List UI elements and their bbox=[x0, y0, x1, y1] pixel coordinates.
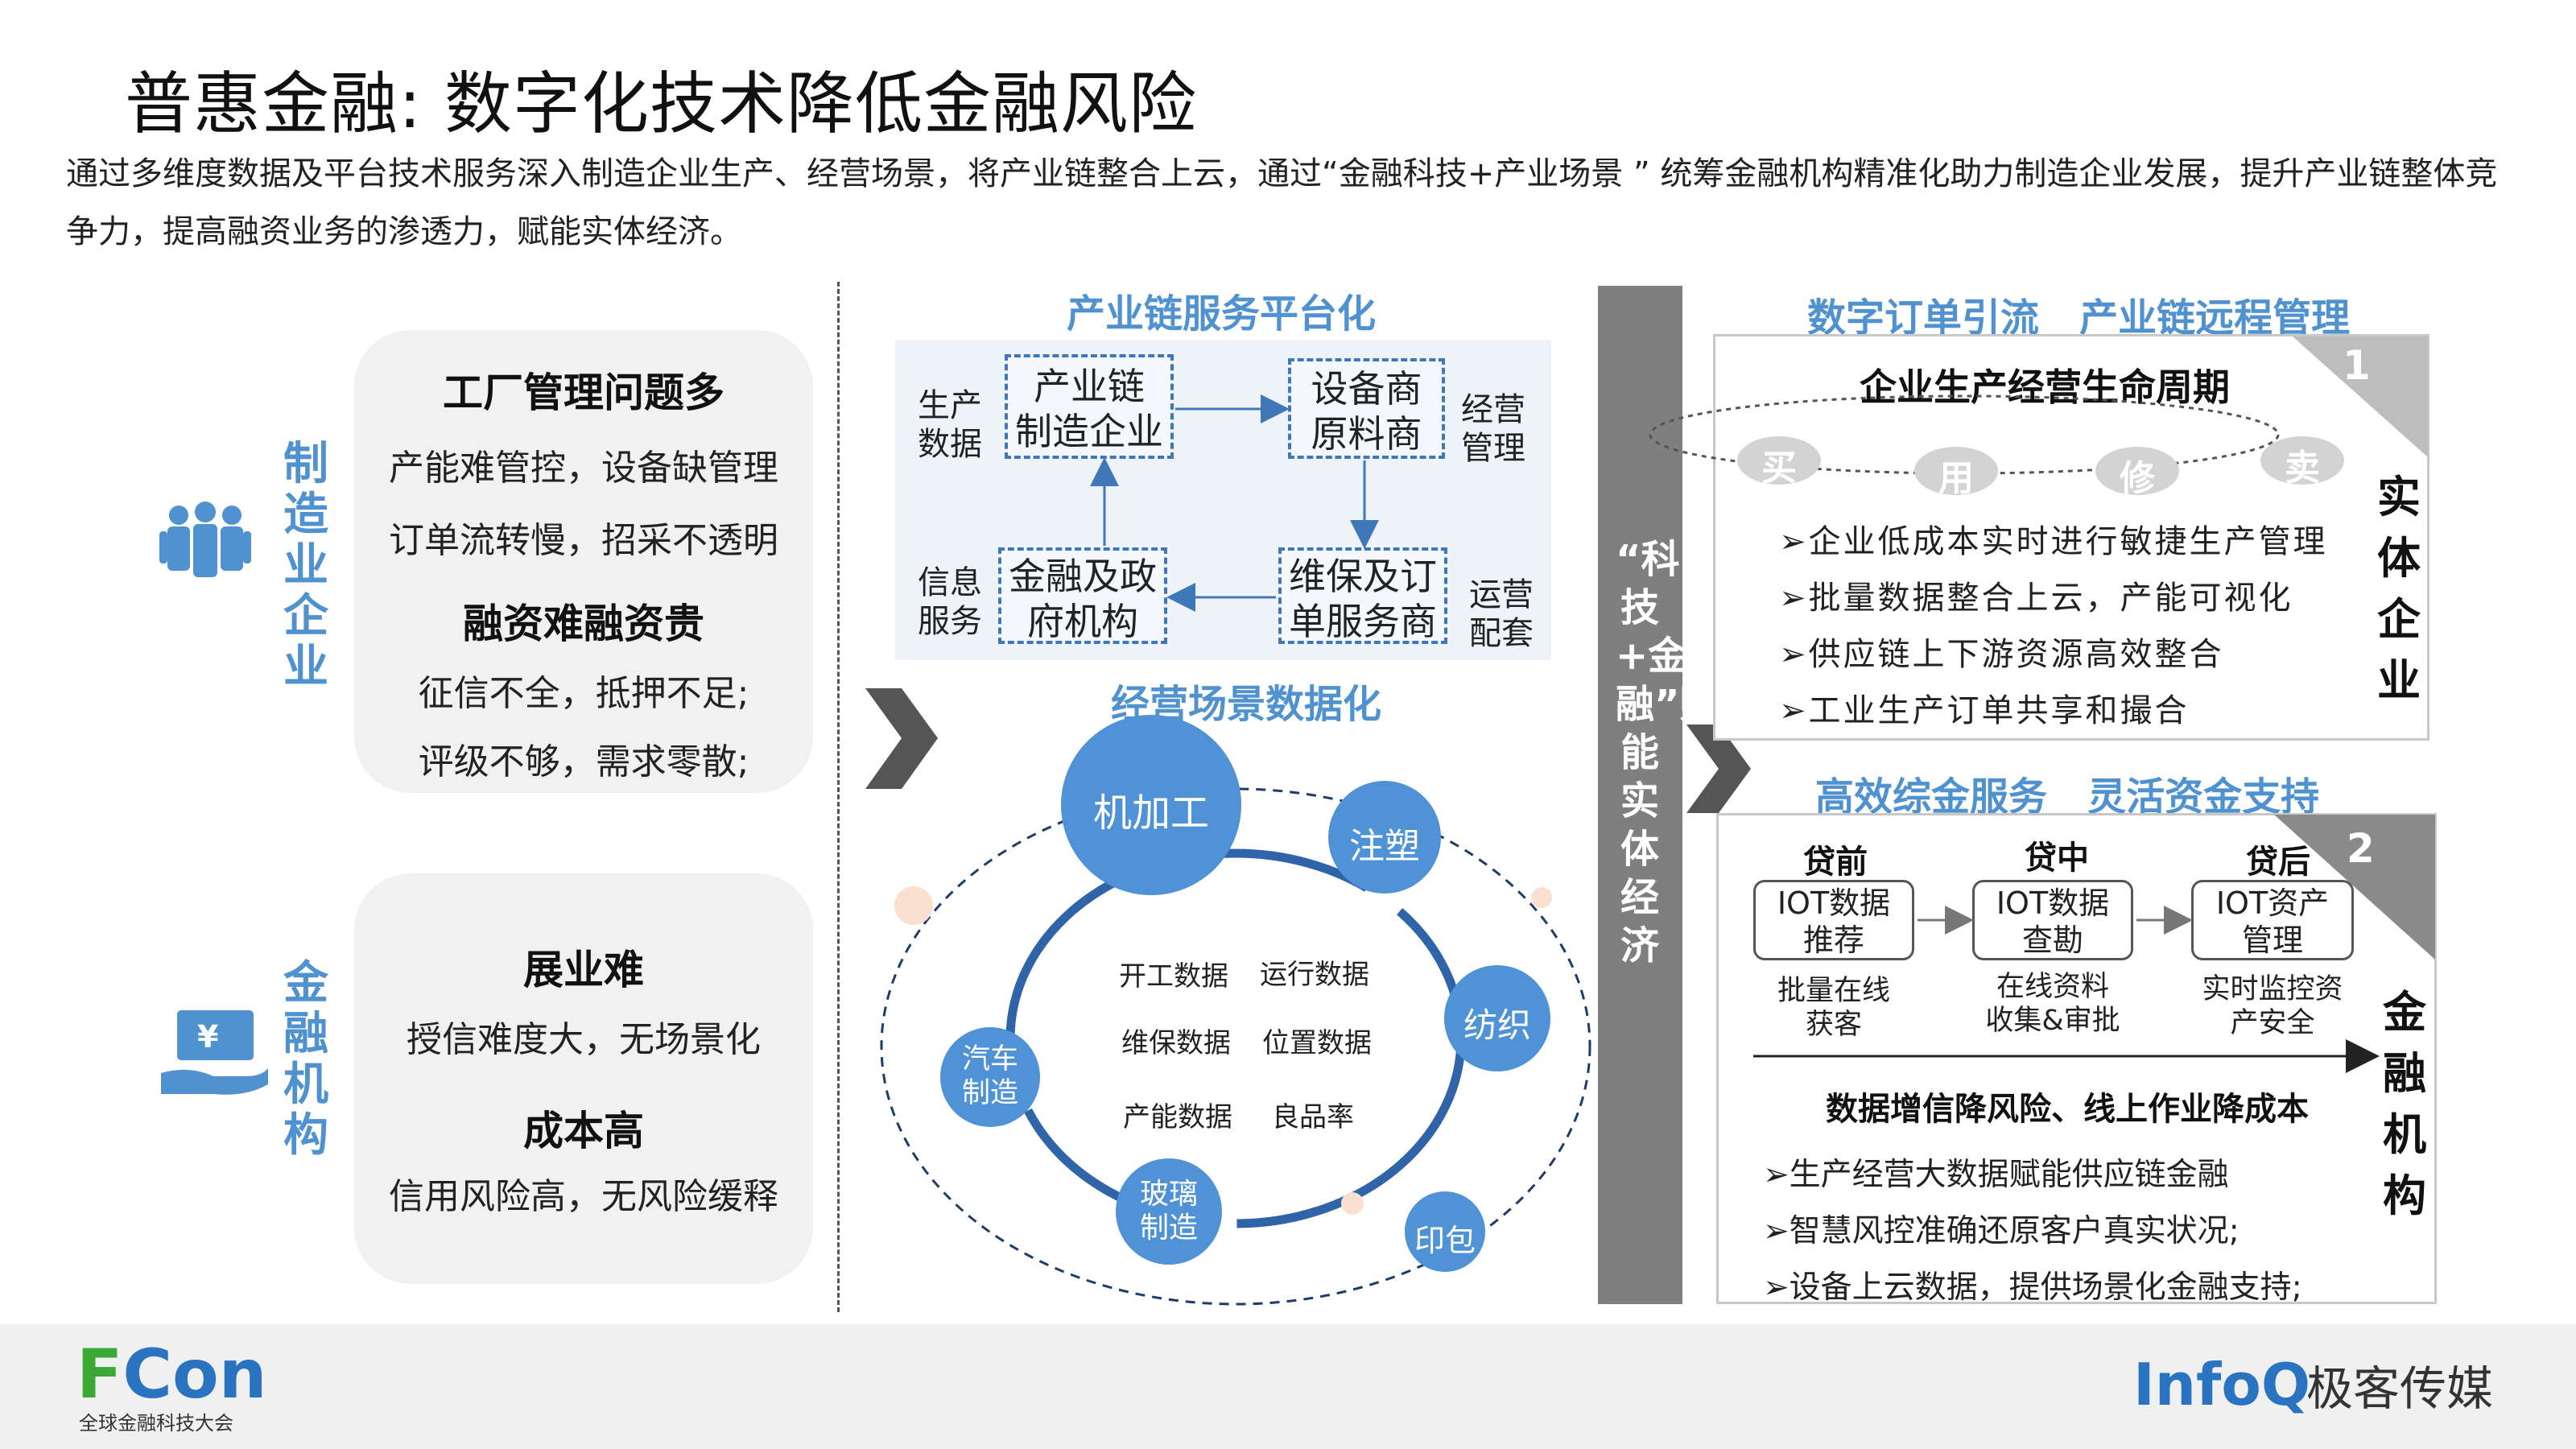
stage-sell: 卖 bbox=[2285, 448, 2320, 489]
manufacturer-label: 制造业企业 bbox=[283, 438, 328, 693]
finance-bullet: ➢设备上云数据，提供场景化金融支持; bbox=[1763, 1269, 2302, 1306]
factory-line-1: 产能难管控，设备缺管理 bbox=[389, 448, 778, 489]
order-remote-title: 数字订单引流 产业链远程管理 bbox=[1807, 295, 2351, 341]
pre-loan-heading: 贷前 bbox=[1803, 844, 1868, 881]
finance-bullet: ➢生产经营大数据赋能供应链金融 bbox=[1763, 1157, 2229, 1193]
node-textile bbox=[1444, 965, 1550, 1071]
high-cost-line: 信用风险高，无风险缓释 bbox=[389, 1176, 778, 1217]
node-glass bbox=[1116, 1158, 1222, 1265]
machining-label: 机加工 bbox=[1092, 791, 1209, 836]
financing-line-2: 评级不够，需求零散; bbox=[418, 741, 749, 782]
post-loan-sub: 实时监控资 产安全 bbox=[2202, 973, 2343, 1039]
node-auto bbox=[940, 1027, 1040, 1127]
operation-mgmt-label: 经营 管理 bbox=[1461, 391, 1525, 467]
outer-dashed-ring bbox=[880, 787, 1591, 1306]
entity-enterprise-label: 实体企业 bbox=[2377, 472, 2421, 706]
pre-loan-box: IOT数据 推荐 bbox=[1753, 880, 1914, 960]
column-divider bbox=[837, 282, 840, 1312]
ops-support-label: 运营 配套 bbox=[1469, 576, 1534, 652]
fintech-empower-bar bbox=[1598, 286, 1682, 1304]
entity-bullet: ➢供应链上下游资源高效整合 bbox=[1779, 636, 2224, 673]
infoq-logo: InfoQ bbox=[2133, 1351, 2311, 1418]
pre-loan-sub: 批量在线 获客 bbox=[1777, 975, 1890, 1041]
finance-institution-right-label: 金融机构 bbox=[2383, 987, 2426, 1221]
production-data-label: 生产 数据 bbox=[918, 387, 982, 463]
node-packaging bbox=[1405, 1191, 1485, 1272]
data-item: 运行数据 bbox=[1260, 959, 1369, 991]
info-service-label: 信息 服务 bbox=[918, 564, 982, 640]
fcon-logo-con: Con bbox=[122, 1335, 267, 1414]
entity-bullet: ➢企业低成本实时进行敏捷生产管理 bbox=[1779, 523, 2328, 560]
textile-label: 纺织 bbox=[1463, 1005, 1531, 1045]
post-loan-box: IOT资产 管理 bbox=[2191, 880, 2354, 960]
financing-line-1: 征信不全，抵押不足; bbox=[418, 673, 749, 714]
page-title: 普惠金融: 数字化技术降低金融风险 bbox=[125, 64, 1198, 143]
badge-number-2: 2 bbox=[2347, 825, 2375, 872]
decor-dot-bottom bbox=[1341, 1192, 1364, 1215]
molding-label: 注塑 bbox=[1349, 826, 1420, 867]
fcon-subtitle: 全球金融科技大会 bbox=[79, 1412, 233, 1435]
data-item: 维保数据 bbox=[1121, 1027, 1231, 1059]
corner-tab-1 bbox=[2293, 336, 2428, 457]
footer-bar bbox=[0, 1324, 2576, 1449]
financing-heading: 融资难融资贵 bbox=[463, 601, 704, 647]
risk-cost-summary: 数据增信降风险、线上作业降成本 bbox=[1826, 1091, 2309, 1128]
node-molding bbox=[1328, 781, 1441, 894]
data-item: 开工数据 bbox=[1119, 960, 1228, 993]
supplier-box: 设备商 原料商 bbox=[1288, 358, 1445, 459]
entity-bullet: ➢工业生产订单共享和撮合 bbox=[1779, 692, 2190, 729]
entity-bullet: ➢批量数据整合上云，产能可视化 bbox=[1779, 580, 2293, 617]
entity-panel bbox=[1713, 334, 2429, 741]
chevron-right-icon bbox=[865, 688, 938, 789]
money-hand-icon: ¥ bbox=[161, 1010, 268, 1095]
stage-repair: 修 bbox=[2120, 458, 2155, 499]
intro-paragraph: 通过多维度数据及平台技术服务深入制造企业生产、经营场景，将产业链整合上云，通过“… bbox=[66, 155, 2498, 250]
mid-loan-heading: 贷中 bbox=[2025, 840, 2089, 877]
finance-service-title: 高效综金服务 灵活资金支持 bbox=[1815, 774, 2320, 819]
fcon-logo: FCon bbox=[76, 1338, 267, 1410]
service-provider-box: 维保及订 单服务商 bbox=[1278, 547, 1447, 644]
fcon-logo-f: F bbox=[76, 1335, 123, 1414]
auto-label: 汽车 制造 bbox=[961, 1043, 1018, 1109]
finance-institution-label: 金融机构 bbox=[283, 957, 328, 1162]
platform-title: 产业链服务平台化 bbox=[1067, 291, 1377, 336]
decor-dot-right bbox=[1531, 887, 1552, 908]
node-machining bbox=[1061, 715, 1241, 895]
svg-text:¥: ¥ bbox=[197, 1019, 218, 1055]
data-item: 产能数据 bbox=[1123, 1101, 1232, 1133]
finance-bullet: ➢智慧风控准确还原客户真实状况; bbox=[1763, 1213, 2240, 1249]
mid-loan-sub: 在线资料 收集&审批 bbox=[1985, 971, 2120, 1037]
business-hard-heading: 展业难 bbox=[523, 947, 644, 993]
finance-gov-box: 金融及政 府机构 bbox=[998, 547, 1167, 644]
business-hard-line: 授信难度大，无场景化 bbox=[407, 1019, 761, 1060]
lifecycle-title: 企业生产经营生命周期 bbox=[1860, 365, 2230, 409]
chain-manufacturer-box: 产业链 制造企业 bbox=[1005, 354, 1174, 459]
geek-media-logo: 极客传媒 bbox=[2306, 1361, 2494, 1416]
fintech-empower-text: “科技+金融”赋能实体经济 bbox=[1616, 537, 1719, 968]
finance-problems-panel: 展业难 授信难度大，无场景化 成本高 信用风险高，无风险缓释 bbox=[354, 873, 813, 1284]
mid-loan-box: IOT数据 查勘 bbox=[1972, 880, 2133, 960]
stage-buy: 买 bbox=[1761, 448, 1797, 489]
badge-number-1: 1 bbox=[2343, 342, 2371, 389]
factory-line-2: 订单流转慢，招采不透明 bbox=[389, 520, 778, 561]
factory-mgmt-heading: 工厂管理问题多 bbox=[443, 369, 724, 416]
decor-dot-left bbox=[894, 886, 933, 925]
chevron-right-icon bbox=[1686, 724, 1751, 813]
post-loan-heading: 贷后 bbox=[2246, 844, 2310, 881]
data-item: 良品率 bbox=[1272, 1101, 1354, 1133]
corner-tab-2 bbox=[2274, 815, 2435, 960]
manufacturer-problems-panel: 工厂管理问题多 产能难管控，设备缺管理 订单流转慢，招采不透明 融资难融资贵 征… bbox=[354, 330, 813, 793]
glass-label: 玻璃 制造 bbox=[1139, 1178, 1198, 1245]
people-icon bbox=[159, 502, 251, 577]
packaging-label: 印包 bbox=[1414, 1223, 1476, 1258]
data-item: 位置数据 bbox=[1262, 1027, 1372, 1059]
high-cost-heading: 成本高 bbox=[523, 1108, 644, 1154]
stage-use: 用 bbox=[1938, 458, 1974, 499]
